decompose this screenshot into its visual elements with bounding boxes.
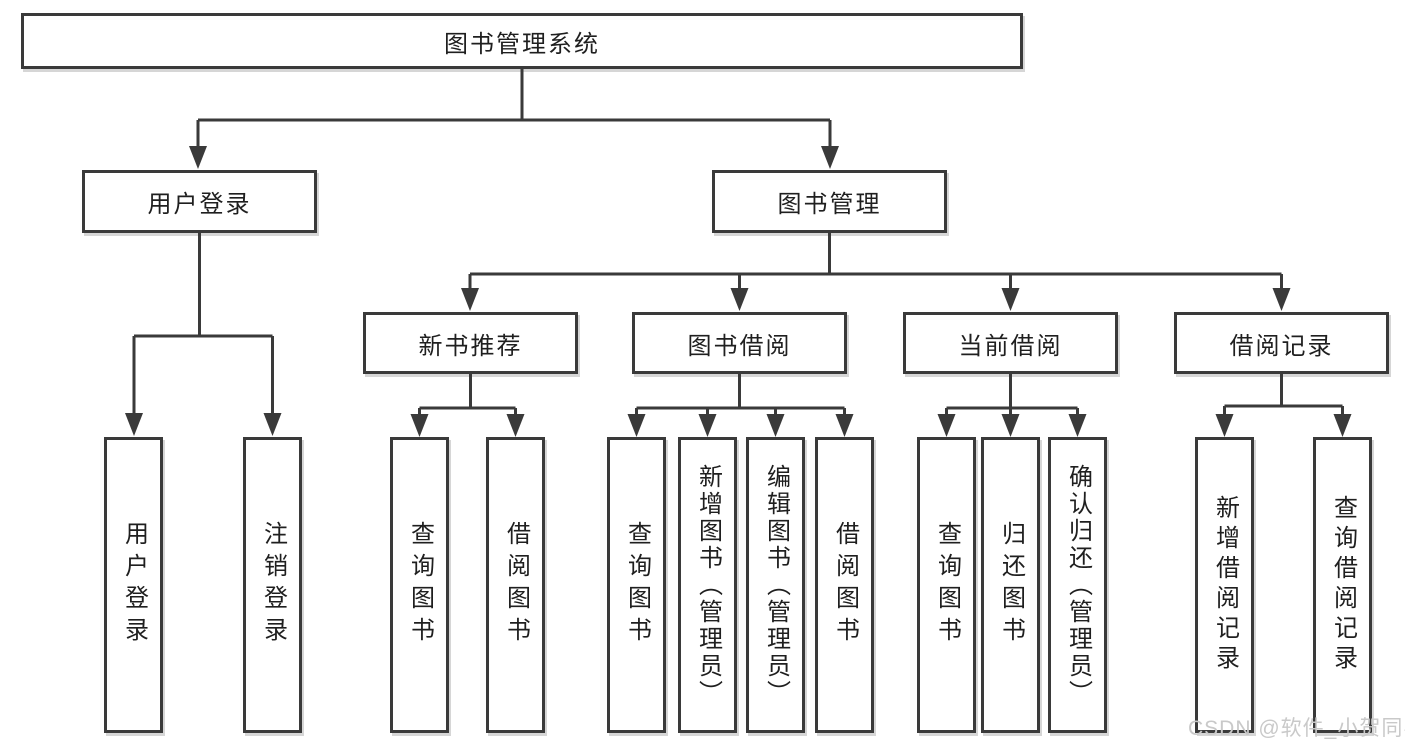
leaf-logout: 注销登录 [243,437,302,733]
leaf-edit-books-admin: 编辑图书（管理员） [746,437,805,733]
leaf-return-books: 归还图书 [981,437,1040,733]
node-library-management-system: 图书管理系统 [21,13,1023,69]
csdn-watermark: CSDN @软件_小贺同学 [1188,717,1405,740]
leaf-borrow-books: 借阅图书 [815,437,874,733]
node-label: 图书管理 [777,191,882,218]
leaf-user-login: 用户登录 [104,437,163,733]
node-label: 借阅记录 [1229,332,1334,360]
node-book-management: 图书管理 [712,170,947,233]
leaf-borrow-books-recommend: 借阅图书 [486,437,545,733]
node-user-login: 用户登录 [82,170,317,233]
node-current-borrowing: 当前借阅 [903,312,1118,374]
leaf-label: 查询借阅记录 [1329,495,1357,675]
leaf-query-borrow-record: 查询借阅记录 [1313,437,1372,733]
connector-book-management-children [461,233,1291,311]
node-label: 图书借阅 [687,332,792,360]
leaf-label: 查询图书 [623,521,651,649]
node-label: 当前借阅 [958,332,1063,360]
leaf-label: 编辑图书（管理员） [762,463,790,707]
connector-book-borrowing-children [627,374,854,437]
leaf-label: 注销登录 [259,521,287,649]
connector-current-borrowing-children [937,374,1087,437]
connector-borrowing-records-children [1215,374,1352,437]
leaf-query-books-borrowing: 查询图书 [607,437,666,733]
leaf-add-borrow-record: 新增借阅记录 [1195,437,1254,733]
node-label: 图书管理系统 [444,30,600,58]
connector-user-login-children [125,233,282,436]
leaf-label: 借阅图书 [831,521,859,649]
leaf-label: 新增图书（管理员） [694,463,722,707]
connector-root-to-level2 [189,69,839,169]
leaf-label: 新增借阅记录 [1211,495,1239,675]
leaf-label: 查询图书 [406,521,434,649]
connector-new-book-recommendation-children [410,374,525,437]
leaf-label: 确认归还（管理员） [1064,463,1092,707]
leaf-add-books-admin: 新增图书（管理员） [678,437,737,733]
node-new-book-recommendation: 新书推荐 [363,312,578,374]
node-label: 用户登录 [147,191,252,218]
leaf-query-books-current: 查询图书 [917,437,976,733]
leaf-label: 用户登录 [120,521,148,649]
node-label: 新书推荐 [418,332,523,360]
node-borrowing-records: 借阅记录 [1174,312,1389,374]
leaf-query-books-recommend: 查询图书 [390,437,449,733]
leaf-label: 借阅图书 [502,521,530,649]
leaf-confirm-return-admin: 确认归还（管理员） [1048,437,1107,733]
leaf-label: 查询图书 [933,521,961,649]
leaf-label: 归还图书 [997,521,1025,649]
node-book-borrowing: 图书借阅 [632,312,847,374]
